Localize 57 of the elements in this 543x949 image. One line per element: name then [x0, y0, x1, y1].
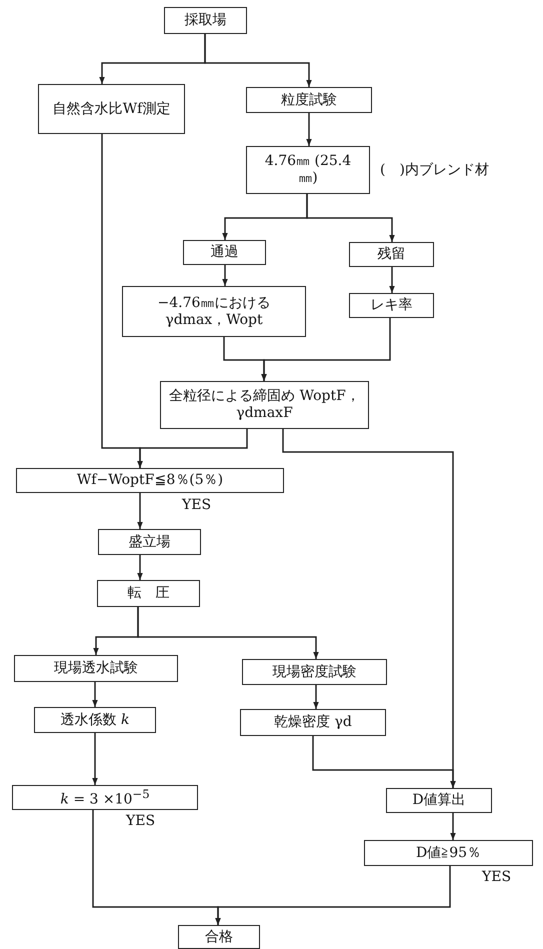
box-text: 盛立場: [128, 534, 170, 550]
box-text: D値算出: [412, 792, 466, 809]
arrow: [261, 318, 391, 381]
note-text: ( )内ブレンド材: [380, 161, 489, 179]
process-box: [246, 87, 372, 113]
box-text: 乾燥密度 γd: [274, 714, 352, 731]
box-text: 全粒径による締固め WoptF，γdmaxF: [168, 388, 361, 422]
process-box: [38, 84, 185, 134]
box-text: 粒度試験: [281, 92, 337, 108]
process-box: [240, 709, 386, 736]
arrow: [215, 866, 451, 925]
box-text: −4.76㎜における γdmax，Wopt: [156, 294, 272, 328]
arrow: [450, 813, 456, 840]
arrow: [137, 607, 319, 659]
box-text: k = 3 ×10$^{−5}$: [60, 786, 150, 809]
process-box: [164, 7, 247, 34]
box-text: 合格: [205, 928, 233, 946]
process-box: [14, 655, 178, 682]
box-text: 転 圧: [128, 585, 170, 602]
box-text: 採取場: [184, 12, 226, 29]
process-box: [160, 381, 369, 429]
process-box: [242, 659, 387, 685]
box-text: 透水係数 k: [60, 712, 130, 728]
box-text: 通過: [210, 244, 238, 261]
process-box: [386, 788, 492, 813]
process-box: [183, 240, 266, 265]
arrow: [312, 736, 456, 788]
arrow: [137, 555, 143, 580]
box-text: 現場密度試験: [272, 664, 356, 680]
box-text: Wf−WoptF≦8％(5％): [76, 472, 224, 489]
box-text: レキ率: [370, 297, 412, 314]
arrow: [92, 682, 98, 707]
arrow: [204, 34, 312, 87]
box-text: D値≧95％: [416, 844, 482, 862]
arrow: [389, 267, 395, 293]
arrow: [313, 685, 319, 709]
process-box: [349, 242, 434, 267]
process-box: [349, 293, 434, 318]
process-box: [246, 146, 370, 194]
process-box: [97, 580, 200, 607]
process-box: [34, 707, 156, 733]
box-text: 4.76㎜ (25.4㎜): [264, 153, 352, 187]
arrow: [222, 265, 228, 286]
arrow: [306, 113, 312, 146]
arrow: [306, 194, 395, 242]
process-box: [178, 925, 260, 949]
process-box: [12, 785, 198, 810]
arrow: [137, 429, 248, 468]
process-box: [16, 468, 284, 493]
box-text: 残留: [378, 246, 406, 263]
box-text: 自然含水比Wf測定: [52, 100, 170, 118]
arrow: [137, 493, 143, 529]
process-box: [122, 286, 306, 337]
arrow: [92, 733, 98, 785]
process-box: [364, 840, 533, 866]
process-box: [98, 529, 201, 555]
box-text: 現場透水試験: [54, 660, 138, 677]
